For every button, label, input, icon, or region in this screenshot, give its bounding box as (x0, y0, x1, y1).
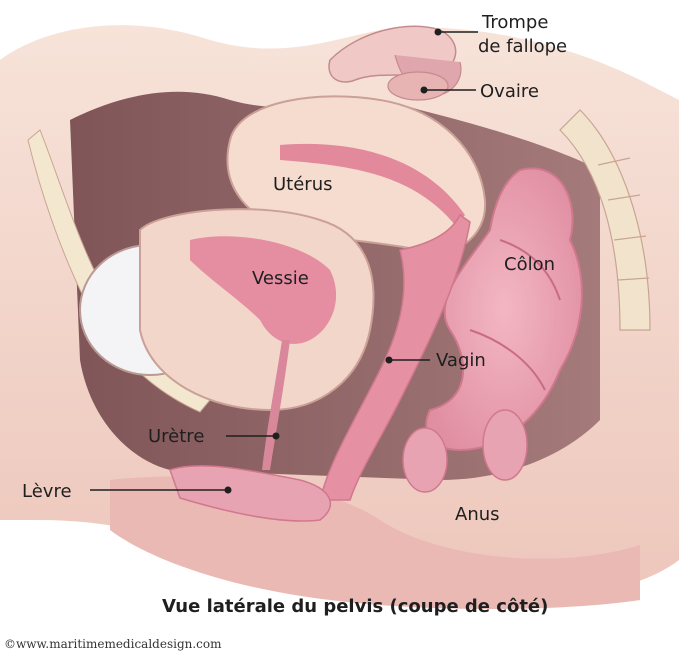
label-ovaire: Ovaire (480, 81, 539, 102)
label-colon: Côlon (504, 254, 555, 275)
label-anus: Anus (455, 504, 500, 525)
label-levre: Lèvre (22, 481, 72, 502)
diagram-caption: Vue latérale du pelvis (coupe de côté) (162, 596, 548, 617)
label-uretre: Urètre (148, 426, 204, 447)
dot-levre (225, 487, 232, 494)
image-credit: ©www.maritimemedicaldesign.com (4, 637, 222, 651)
anal-canal (403, 428, 447, 492)
dot-vagin (386, 357, 393, 364)
label-vagin: Vagin (436, 350, 486, 371)
dot-uretre (273, 433, 280, 440)
anal-sphincter (483, 410, 527, 480)
ovary-organ (388, 72, 448, 100)
dot-ovaire (421, 87, 428, 94)
label-uterus: Utérus (273, 174, 333, 195)
label-trompe-line1: Trompe (481, 12, 548, 33)
dot-trompe (435, 29, 442, 36)
label-trompe-line2: de fallope (478, 36, 567, 57)
label-vessie: Vessie (252, 268, 309, 289)
